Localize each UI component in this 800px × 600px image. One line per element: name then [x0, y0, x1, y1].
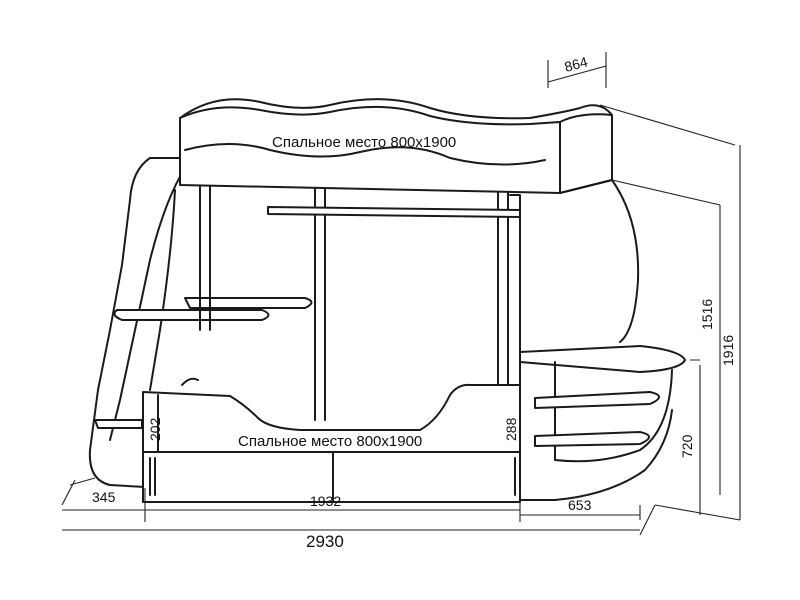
- bottom-bed-label: Спальное место 800х1900: [238, 433, 422, 450]
- dimension-lines: [61, 52, 741, 536]
- left-side-dimension: 202: [147, 417, 163, 441]
- width-right-dimension: 653: [568, 497, 592, 513]
- frame-posts: [199, 185, 521, 421]
- height-shelf-dimension: 720: [679, 434, 695, 458]
- right-shelf-unit: [519, 345, 686, 501]
- depth-dimension: 864: [563, 53, 590, 75]
- upper-bunk: [179, 98, 613, 194]
- right-side-dimension: 288: [503, 417, 519, 441]
- width-main-dimension: 1932: [310, 493, 341, 509]
- right-round-panel: [559, 179, 640, 343]
- top-bed-label: Спальное место 800х1900: [272, 134, 456, 151]
- height-total-dimension: 1916: [720, 335, 736, 366]
- height-upper-dimension: 1516: [699, 299, 715, 330]
- width-total-dimension: 2930: [306, 532, 344, 551]
- width-left-dimension: 345: [92, 489, 116, 505]
- left-shelves: [94, 297, 313, 429]
- lower-bunk: [142, 377, 521, 503]
